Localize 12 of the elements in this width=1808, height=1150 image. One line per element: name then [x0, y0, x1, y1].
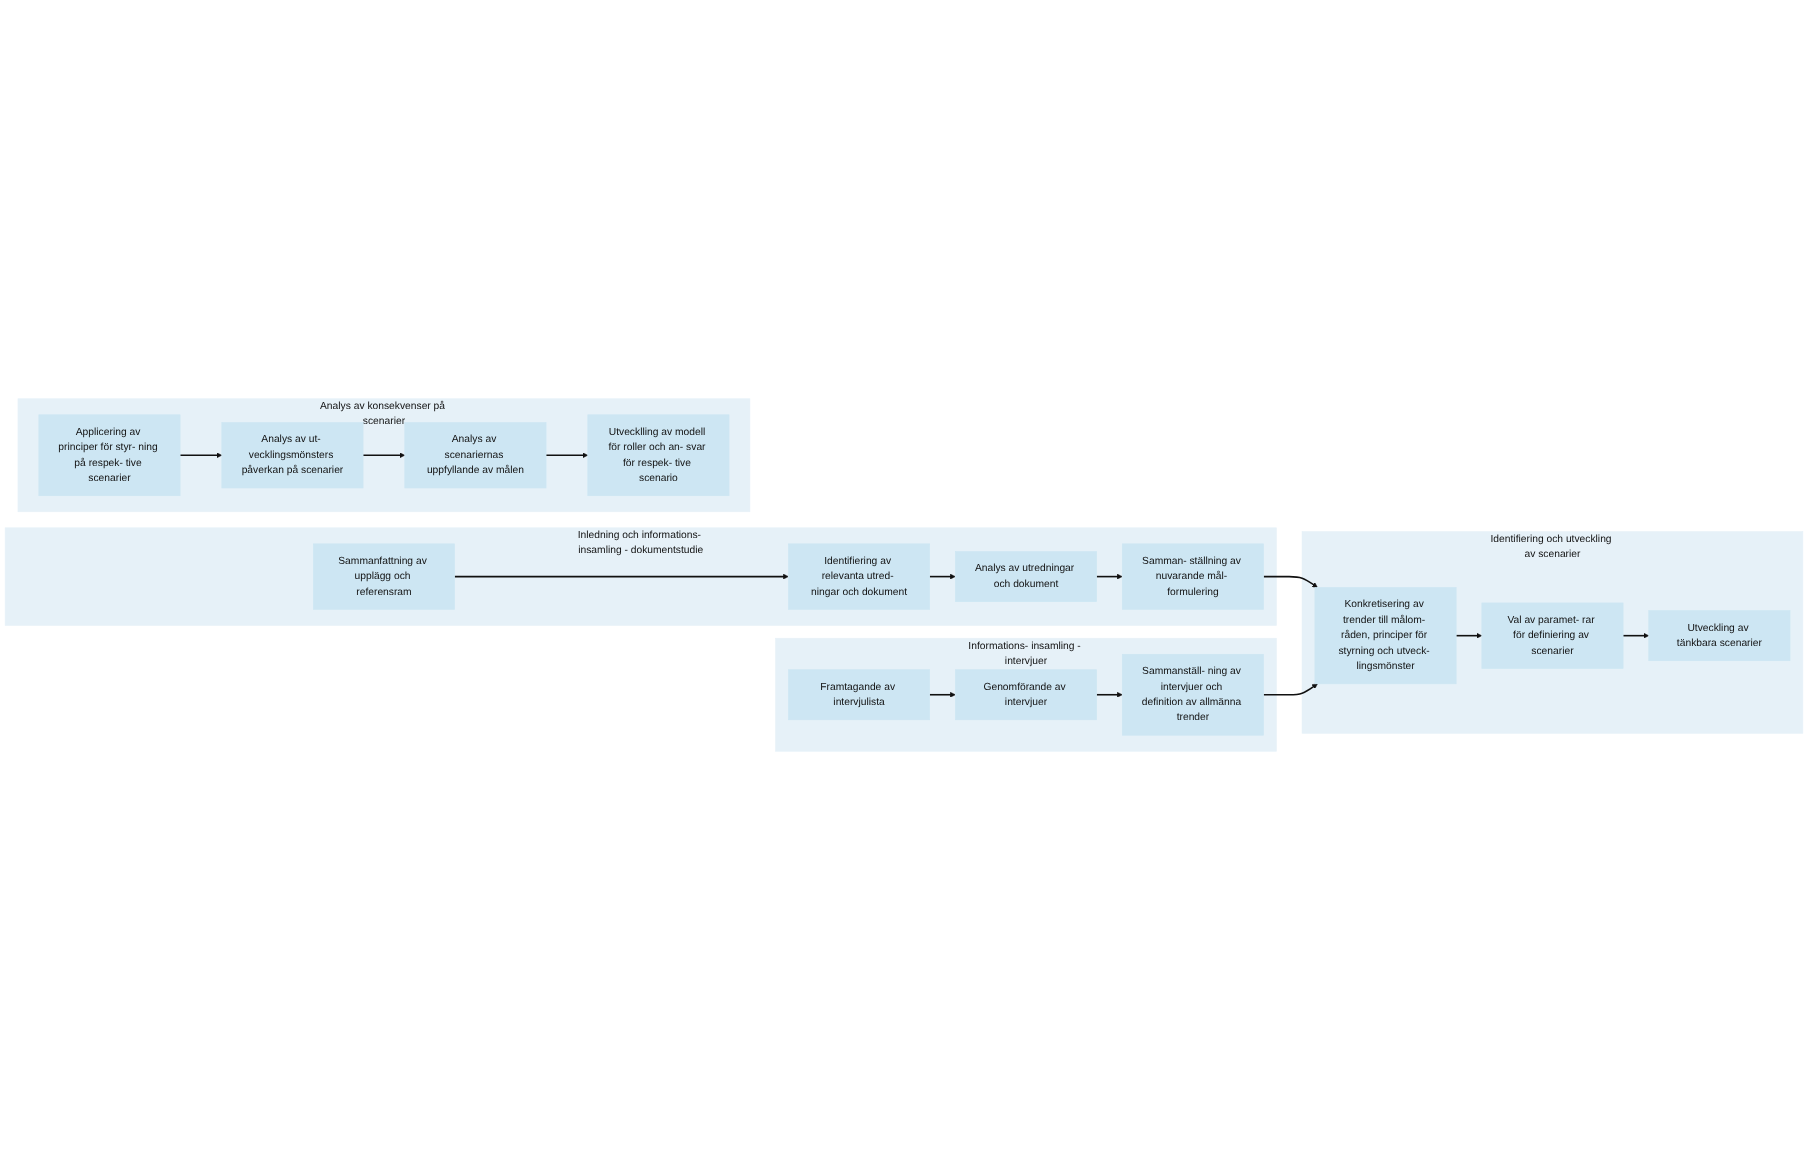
- arrow: [362, 452, 406, 459]
- arrow: [1622, 632, 1650, 639]
- arrow: [179, 452, 223, 459]
- arrow: [1095, 691, 1123, 698]
- arrow: [928, 691, 956, 698]
- arrow: [1455, 632, 1483, 639]
- arrow: [1262, 683, 1318, 696]
- arrow: [1095, 573, 1123, 580]
- arrow: [928, 573, 956, 580]
- arrow: [545, 452, 589, 459]
- arrow: [1262, 575, 1318, 588]
- arrow: [453, 573, 789, 580]
